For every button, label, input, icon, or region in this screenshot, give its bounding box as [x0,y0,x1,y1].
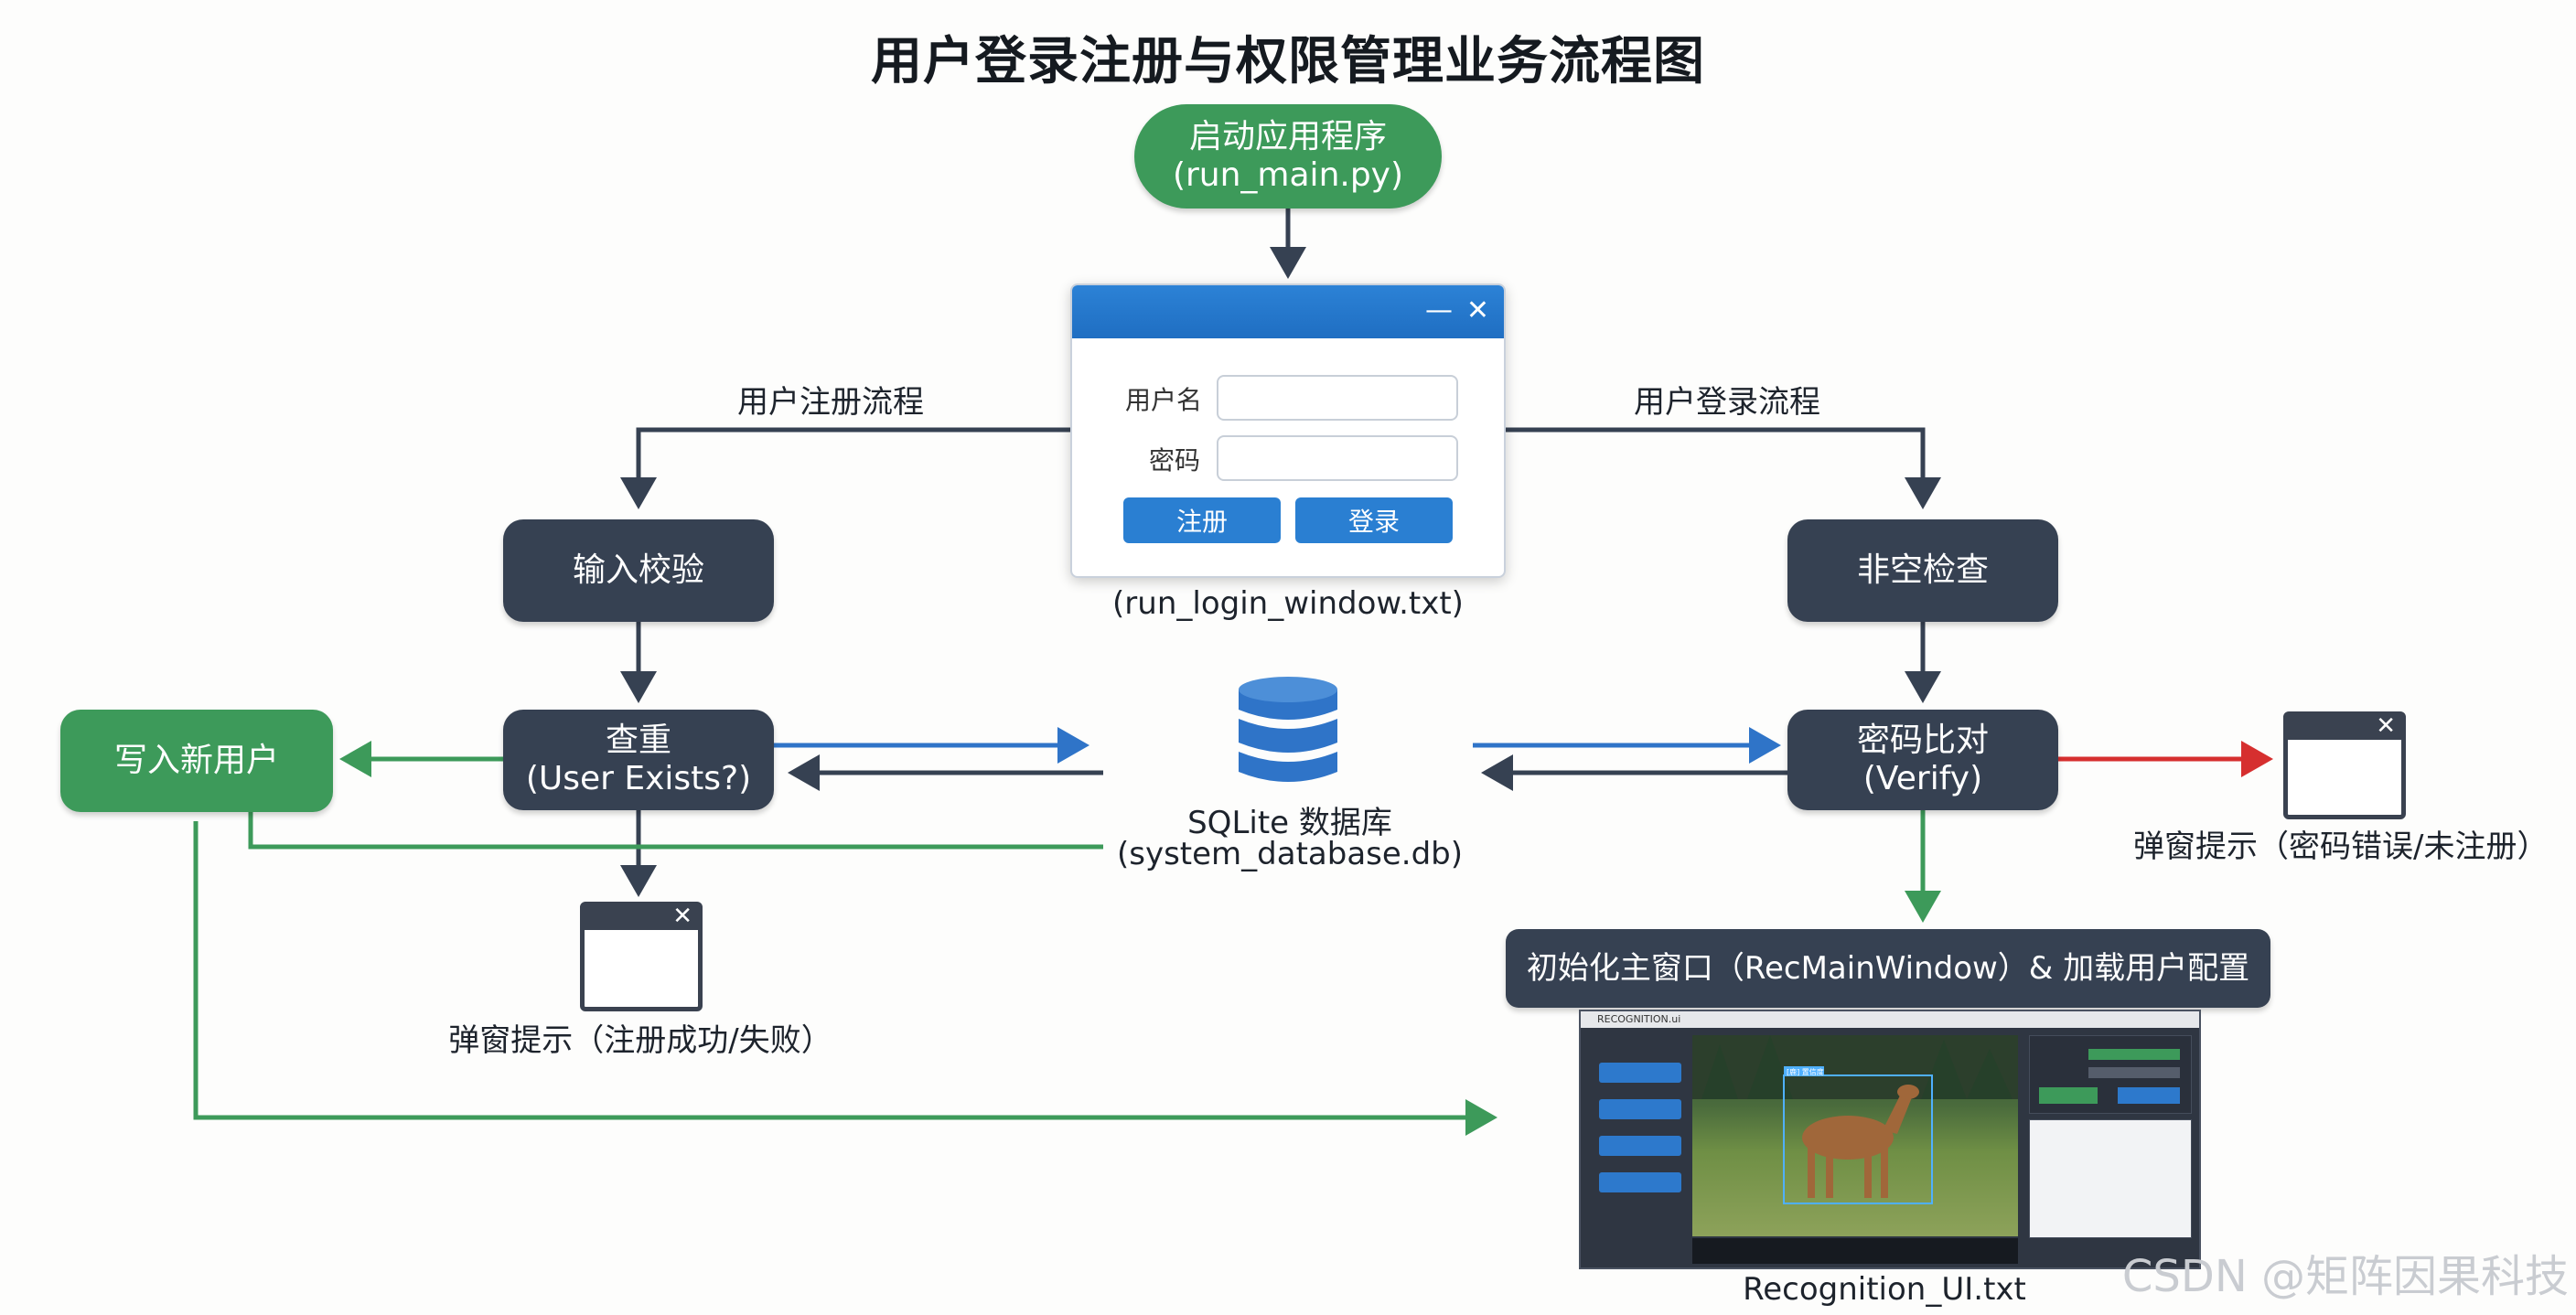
recognition-ui-preview: RECOGNITION.ui [鹿] 置信度 [1579,1010,2201,1269]
input-validate-node: 输入校验 [503,519,774,622]
verify-node: 密码比对 (Verify) [1787,710,2058,810]
rec-side-button [1599,1172,1681,1192]
register-button[interactable]: 注册 [1123,497,1281,543]
write-user-label: 写入新用户 [113,742,279,779]
deer-image: [鹿] 置信度 [1692,1035,2018,1236]
login-window: — ✕ 用户名 密码 注册 登录 [1070,283,1506,578]
check-exists-label: 查重 [605,722,671,759]
diagram-title: 用户登录注册与权限管理业务流程图 [871,32,1705,91]
init-main-label: 初始化主窗口（RecMainWindow）& 加载用户配置 [1526,950,2250,987]
verify-sub: (Verify) [1862,760,1983,797]
rec-user-panel [2029,1035,2192,1114]
rec-results-table [2029,1119,2192,1238]
database-icon [1239,677,1337,782]
rec-side-button [1599,1136,1681,1156]
init-main-node: 初始化主窗口（RecMainWindow）& 加载用户配置 [1506,929,2270,1008]
write-user-node: 写入新用户 [60,710,333,812]
detect-label: [鹿] 置信度 [1787,1067,1824,1076]
password-label: 密码 [1149,445,1201,476]
database-file: (system_database.db) [1116,836,1464,872]
start-node: 启动应用程序 (run_main.py) [1134,104,1442,208]
nonempty-check-node: 非空检查 [1787,519,2058,622]
login-window-caption: (run_login_window.txt) [1112,585,1464,622]
close-icon[interactable]: ✕ [1465,294,1489,326]
register-popup-icon: ✕ [580,902,703,1011]
login-popup-icon: ✕ [2283,711,2406,819]
login-titlebar: — ✕ [1072,285,1504,338]
recognition-window-title: RECOGNITION.ui [1581,1011,2199,1028]
minimize-icon[interactable]: — [1425,294,1453,326]
start-label: 启动应用程序 [1188,118,1387,155]
watermark: CSDN @矩阵因果科技 [2121,1251,2569,1302]
password-input[interactable] [1217,435,1458,481]
register-flow-label: 用户注册流程 [737,384,924,421]
rec-side-button [1599,1099,1681,1119]
username-label: 用户名 [1125,385,1203,415]
nonempty-check-label: 非空检查 [1856,551,1989,589]
check-exists-sub: (User Exists?) [525,760,752,797]
username-input[interactable] [1217,375,1458,421]
login-flow-label: 用户登录流程 [1634,384,1820,421]
verify-label: 密码比对 [1856,722,1989,759]
input-validate-label: 输入校验 [572,551,704,589]
start-file: (run_main.py) [1172,156,1404,194]
login-popup-caption: 弹窗提示（密码错误/未注册） [2133,829,2549,865]
rec-video-controls [1692,1238,2018,1264]
register-popup-caption: 弹窗提示（注册成功/失败） [448,1022,832,1059]
recognition-caption: Recognition_UI.txt [1743,1271,2026,1308]
rec-side-button [1599,1063,1681,1083]
check-exists-node: 查重 (User Exists?) [503,710,774,810]
login-button[interactable]: 登录 [1295,497,1453,543]
database-label: SQLite 数据库 [1187,805,1392,841]
